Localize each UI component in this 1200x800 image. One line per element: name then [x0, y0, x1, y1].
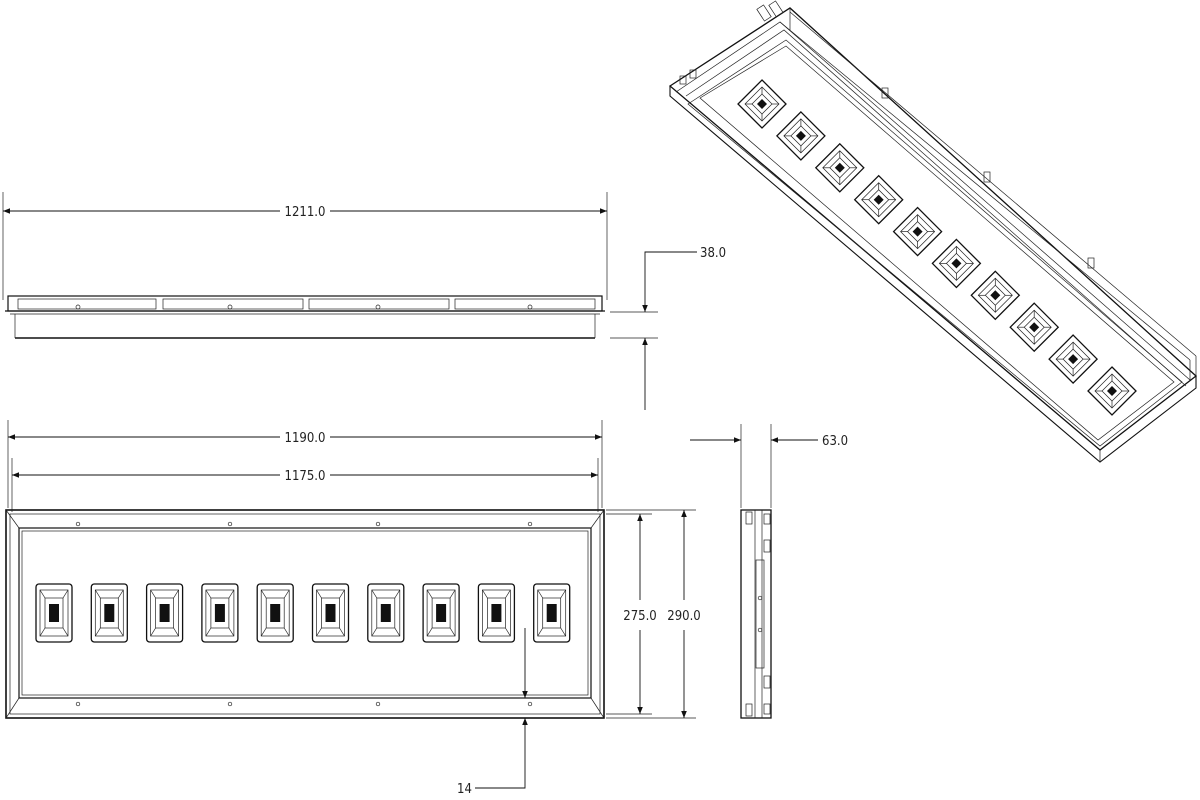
dimension-depth: 63.0: [690, 424, 848, 508]
side-view: [5, 295, 605, 339]
isometric-view: [668, 0, 1198, 463]
front-view: [5, 509, 605, 719]
dimension-inner-width-label: 275.0: [623, 609, 656, 624]
dimension-inner-length-label: 1175.0: [285, 469, 326, 484]
isometric-module: [892, 206, 943, 257]
dimension-frame-length: 1190.0: [7, 420, 603, 508]
dimension-height: 38.0: [610, 246, 726, 410]
front-module: [422, 583, 460, 643]
isometric-view-modules: [737, 79, 1137, 416]
side-view-screws: [75, 304, 533, 310]
isometric-module: [1048, 334, 1099, 385]
front-view-screws: [75, 521, 533, 707]
front-view-modules: [35, 583, 571, 643]
dimension-overall-width: 290.0: [606, 509, 701, 719]
isometric-module: [853, 174, 904, 225]
front-module: [256, 583, 294, 643]
side-view-segments: [17, 298, 596, 310]
front-module: [533, 583, 571, 643]
front-module: [145, 583, 184, 643]
dimension-height-label: 38.0: [700, 246, 726, 261]
dimension-overall-width-label: 290.0: [667, 609, 700, 624]
dimension-depth-label: 63.0: [822, 434, 848, 449]
dimension-inner-width: 275.0: [606, 513, 657, 715]
end-view: [740, 509, 772, 719]
dimension-inset: 14: [457, 628, 528, 797]
isometric-module: [1087, 366, 1137, 416]
dimension-inner-length: 1175.0: [11, 458, 599, 512]
isometric-module: [931, 238, 982, 289]
isometric-module: [970, 270, 1021, 321]
front-module: [35, 583, 73, 643]
dimension-inset-label: 14: [457, 782, 472, 797]
dimension-overall-length: 1211.0: [2, 192, 608, 300]
isometric-module: [1009, 302, 1060, 353]
front-module: [477, 583, 516, 643]
front-module: [367, 583, 405, 643]
isometric-module: [814, 142, 865, 193]
front-module: [311, 583, 350, 643]
dimension-frame-length-label: 1190.0: [285, 431, 326, 446]
isometric-module: [737, 79, 787, 129]
front-module: [90, 583, 128, 643]
dimension-overall-length-label: 1211.0: [285, 205, 326, 220]
front-module: [201, 583, 239, 643]
isometric-module: [775, 110, 826, 161]
